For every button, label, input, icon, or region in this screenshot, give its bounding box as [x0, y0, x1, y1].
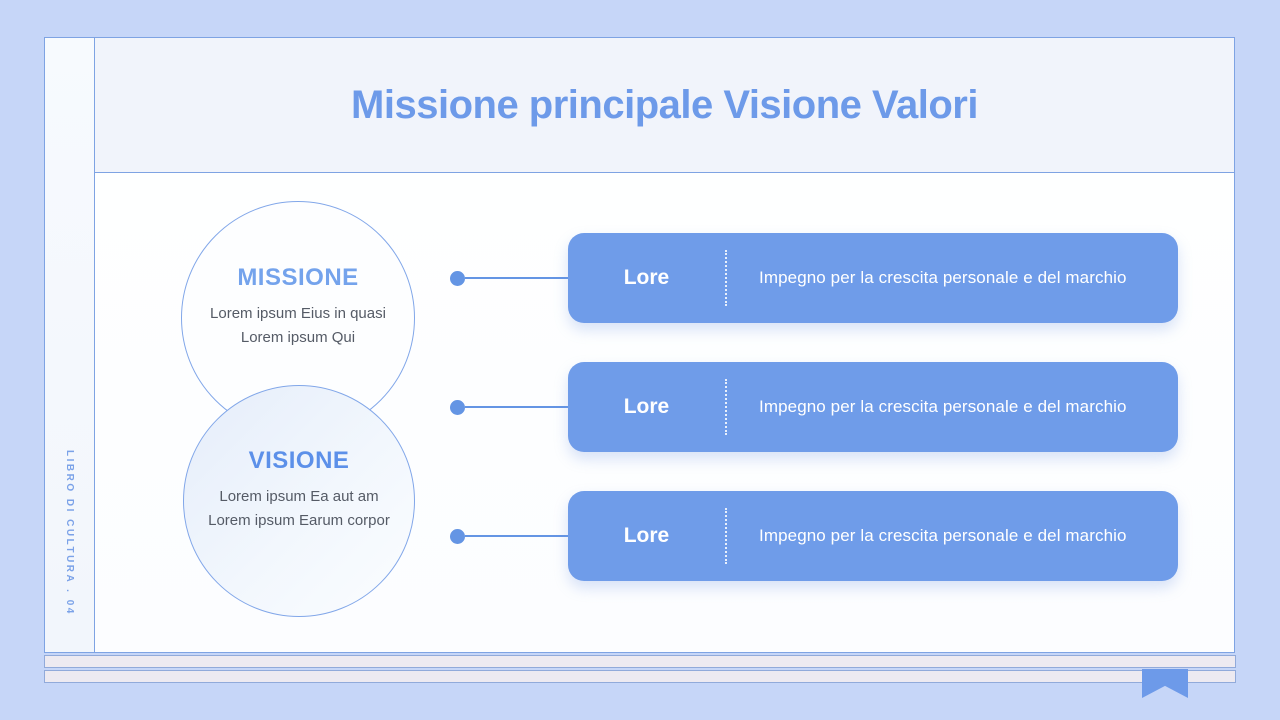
book-page-edge — [44, 655, 1236, 668]
visione-heading: VISIONE — [248, 447, 350, 474]
connector-dot — [450, 528, 465, 544]
value-card: Lore Impegno per la crescita personale e… — [568, 233, 1178, 323]
visione-circle: VISIONE Lorem ipsum Ea aut am Lorem ipsu… — [183, 385, 415, 617]
value-row: Lore Impegno per la crescita personale e… — [450, 233, 1178, 323]
page-title: Missione principale Visione Valori — [351, 82, 978, 127]
connector-line — [465, 535, 568, 537]
visione-circle-inner: VISIONE Lorem ipsum Ea aut am Lorem ipsu… — [208, 447, 390, 533]
card-label: Lore — [623, 524, 670, 547]
book-cover: LIBRO DI CULTURA . 04 Missione principal… — [44, 37, 1235, 653]
book-page-edge — [44, 670, 1236, 683]
value-row: Lore Impegno per la crescita personale e… — [450, 362, 1178, 452]
dotted-divider — [725, 379, 727, 435]
value-card: Lore Impegno per la crescita personale e… — [568, 491, 1178, 581]
title-band: Missione principale Visione Valori — [95, 38, 1234, 173]
card-label: Lore — [623, 266, 670, 289]
connector-dot — [450, 270, 465, 286]
card-description: Impegno per la crescita personale e del … — [759, 397, 1127, 416]
value-row: Lore Impegno per la crescita personale e… — [450, 491, 1178, 581]
missione-circle-inner: MISSIONE Lorem ipsum Eius in quasi Lorem… — [210, 264, 386, 350]
card-description: Impegno per la crescita personale e del … — [759, 268, 1127, 287]
dotted-divider — [725, 250, 727, 306]
missione-text-line-2: Lorem ipsum Qui — [240, 329, 356, 346]
bookmark-ribbon-icon — [1142, 669, 1188, 698]
book-spine: LIBRO DI CULTURA . 04 — [45, 38, 95, 652]
spine-label: LIBRO DI CULTURA . 04 — [64, 450, 75, 616]
connector-line — [465, 277, 568, 279]
connector-dot — [450, 399, 465, 415]
visione-text-line-2: Lorem ipsum Earum corpor — [208, 512, 390, 529]
missione-heading: MISSIONE — [237, 264, 359, 291]
card-description: Impegno per la crescita personale e del … — [759, 526, 1127, 545]
dotted-divider — [725, 508, 727, 564]
cover-main: Missione principale Visione Valori MISSI… — [95, 38, 1234, 652]
slide-content: MISSIONE Lorem ipsum Eius in quasi Lorem… — [95, 173, 1234, 652]
missione-text-line-1: Lorem ipsum Eius in quasi — [210, 305, 386, 322]
card-label: Lore — [623, 395, 670, 418]
connector-line — [465, 406, 568, 408]
visione-text-line-1: Lorem ipsum Ea aut am — [219, 488, 379, 505]
value-card: Lore Impegno per la crescita personale e… — [568, 362, 1178, 452]
